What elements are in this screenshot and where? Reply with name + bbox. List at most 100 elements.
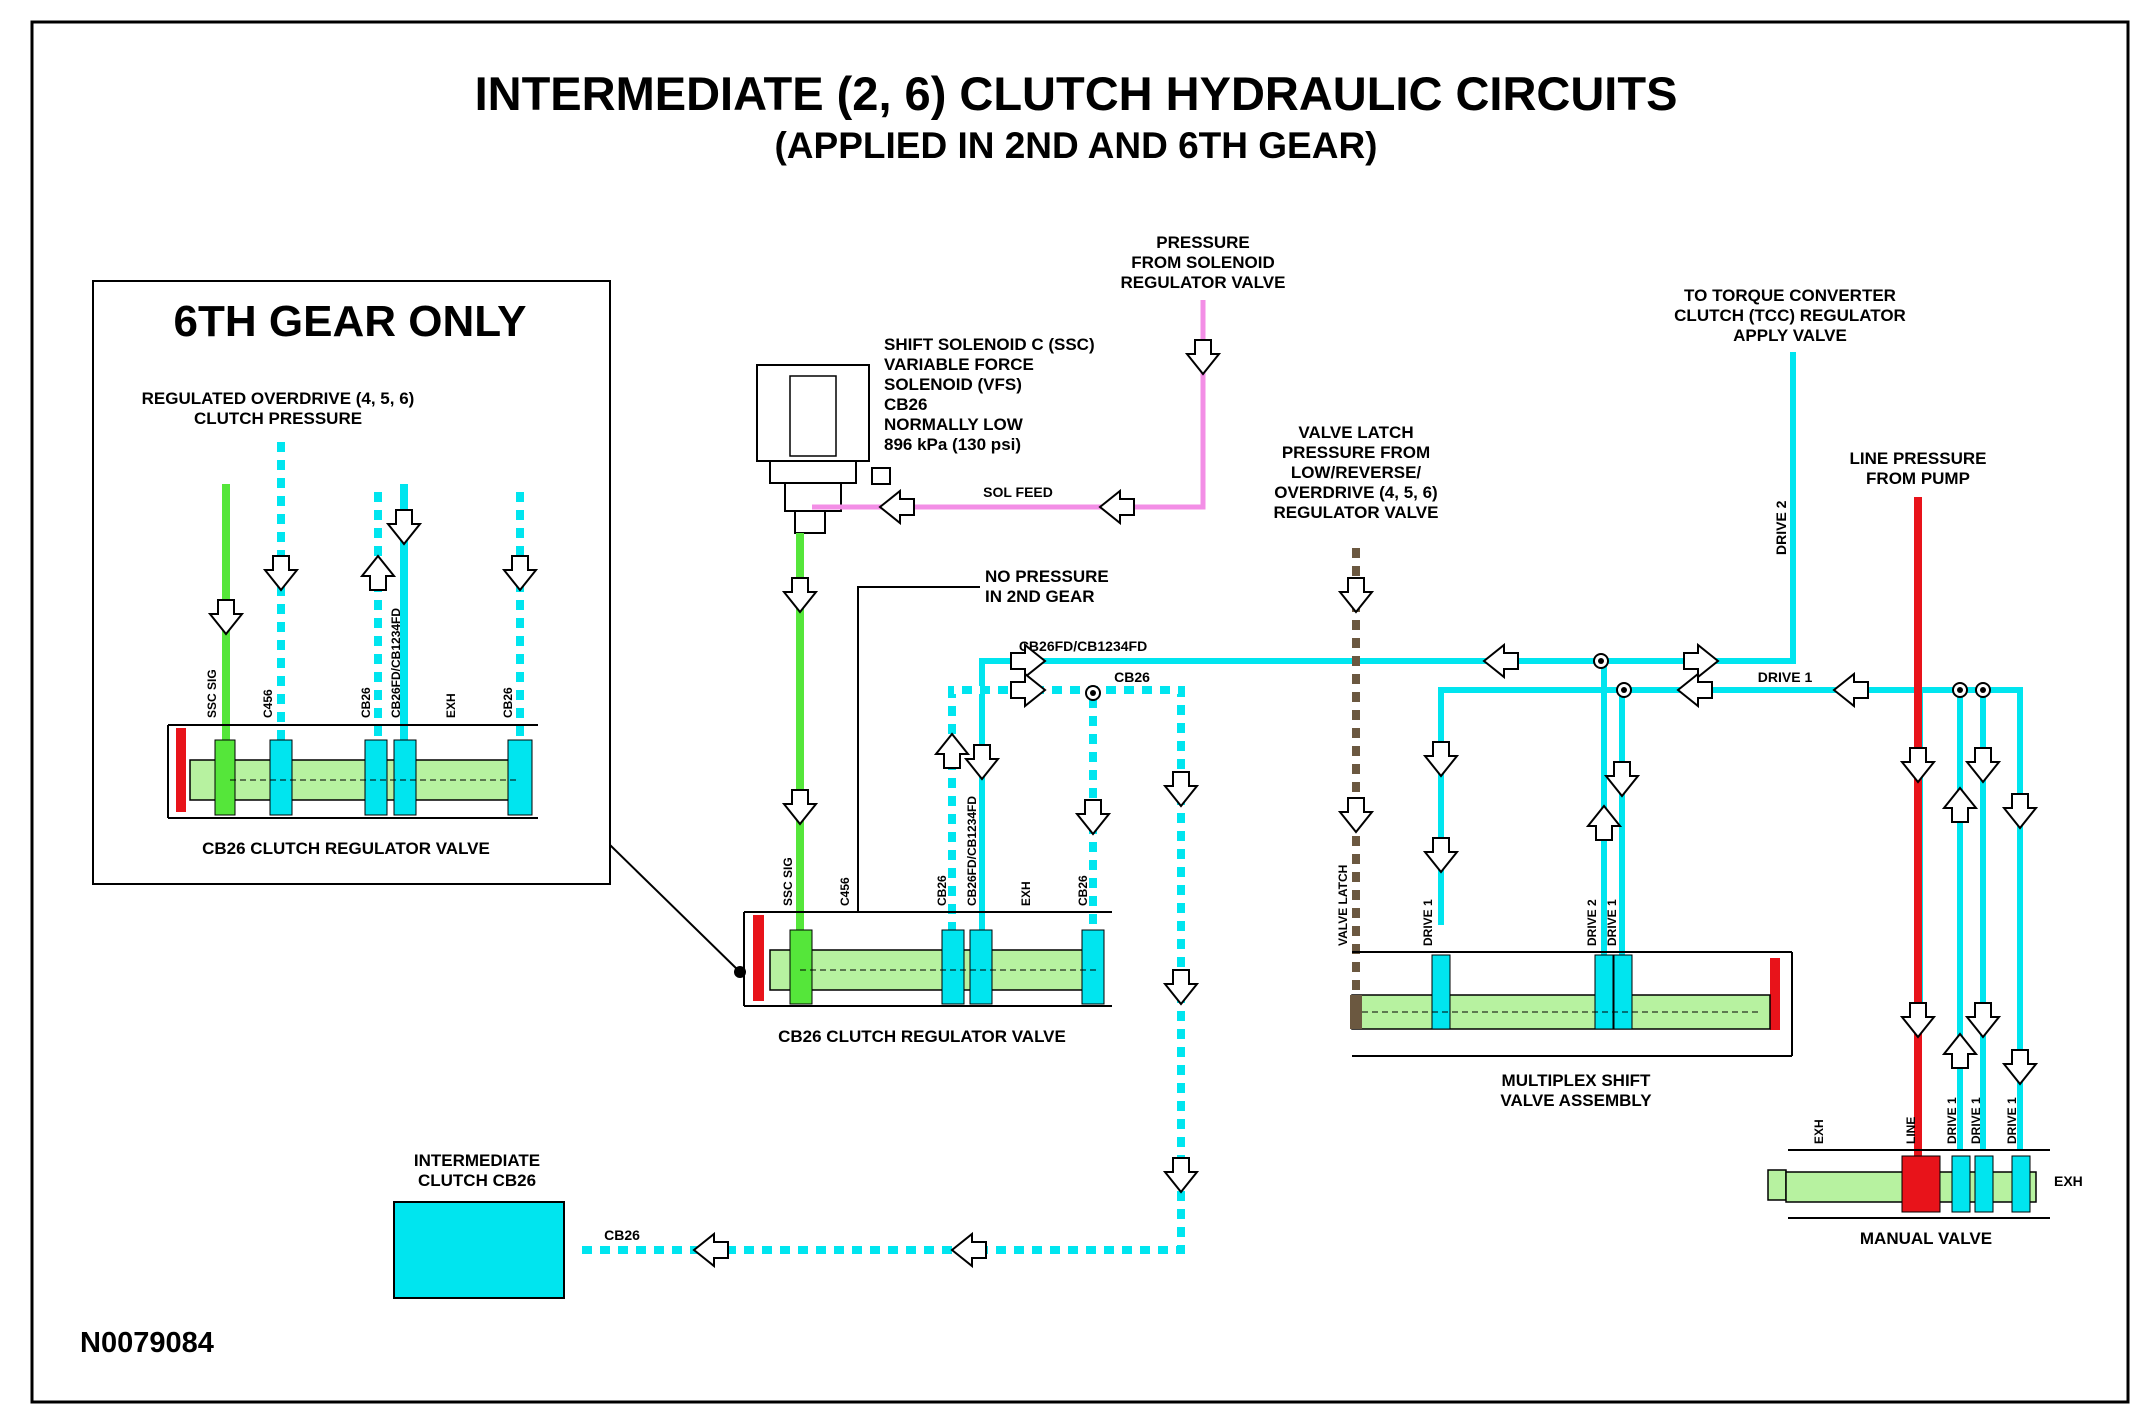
solenoid-pressure-label: PRESSURE	[1156, 233, 1250, 252]
cb26-bottom-label: CB26	[604, 1227, 640, 1243]
arrow-down-icon	[501, 555, 539, 592]
tcc-label: CLUTCH (TCC) REGULATOR	[1674, 306, 1906, 325]
diagram-title: INTERMEDIATE (2, 6) CLUTCH HYDRAULIC CIR…	[475, 67, 1678, 120]
valve-latch-label: REGULATOR VALVE	[1274, 503, 1439, 522]
arrow-down-icon	[1162, 771, 1200, 808]
manual-exh-label: EXH	[2054, 1173, 2083, 1189]
inset-port-label: SSC SIG	[205, 669, 219, 718]
inset-overdrive-label-1: REGULATED OVERDRIVE (4, 5, 6)	[142, 389, 415, 408]
arrow-down-icon	[963, 744, 1001, 781]
arrow-left-icon	[950, 1231, 987, 1269]
valve-latch-label: PRESSURE FROM	[1282, 443, 1430, 462]
arrow-down-icon	[262, 555, 300, 592]
line-pressure-label: LINE PRESSURE	[1850, 449, 1987, 468]
drive1-line	[1438, 687, 1923, 1010]
arrow-up-icon	[1585, 804, 1623, 841]
arrow-left-icon	[878, 488, 915, 526]
cb26-label: CB26	[1114, 669, 1150, 685]
manual-port-label: DRIVE 1	[1969, 1097, 1983, 1144]
multiplex-port-label: DRIVE 1	[1421, 899, 1435, 946]
arrow-down-icon	[1162, 969, 1200, 1006]
solenoid-info-label: CB26	[884, 395, 927, 414]
arrow-down-icon	[1184, 339, 1222, 376]
arrow-right-icon	[1683, 642, 1720, 680]
inset-port-label: CB26FD/CB1234FD	[389, 608, 403, 718]
arrow-left-icon	[1832, 671, 1869, 709]
solenoid-pressure-label: REGULATOR VALVE	[1121, 273, 1286, 292]
no-pressure-label: IN 2ND GEAR	[985, 587, 1095, 606]
solenoid-info-label: VARIABLE FORCE	[884, 355, 1034, 374]
inset-port-label: C456	[261, 689, 275, 718]
figure-id: N0079084	[80, 1327, 214, 1359]
arrow-up-icon	[1941, 1032, 1979, 1069]
sol-feed-label: SOL FEED	[983, 484, 1053, 500]
arrow-down-icon	[385, 509, 423, 546]
regulator-port-label: SSC SIG	[781, 857, 795, 906]
inset-port-label: CB26	[501, 687, 515, 718]
arrow-left-icon	[1098, 488, 1135, 526]
arrow-down-icon	[1603, 761, 1641, 798]
inset-6th-gear: 6TH GEAR ONLY REGULATED OVERDRIVE (4, 5,…	[92, 280, 611, 885]
diagram-frame	[30, 20, 2130, 1404]
solenoid-pressure-label: FROM SOLENOID	[1131, 253, 1275, 272]
arrow-down-icon	[1074, 799, 1112, 836]
manual-port-label: EXH	[1812, 1119, 1826, 1144]
regulator-port-label: CB26	[935, 875, 949, 906]
inset-port-label: EXH	[444, 693, 458, 718]
arrow-down-icon	[1337, 577, 1375, 614]
arrow-left-icon	[1482, 642, 1519, 680]
cb26fd-line	[979, 352, 1796, 940]
arrow-left-icon	[1676, 671, 1713, 709]
valve-latch-label: OVERDRIVE (4, 5, 6)	[1274, 483, 1437, 502]
regulator-port-label: CB26	[1076, 875, 1090, 906]
tcc-label: APPLY VALVE	[1733, 326, 1847, 345]
arrow-down-icon	[2001, 1049, 2039, 1086]
shift-solenoid-c	[756, 364, 891, 534]
manual-port-label: DRIVE 1	[2005, 1097, 2019, 1144]
multiplex-valve-label: VALVE ASSEMBLY	[1500, 1091, 1652, 1110]
manual-port-label: DRIVE 1	[1945, 1097, 1959, 1144]
multiplex-valve-label: MULTIPLEX SHIFT	[1502, 1071, 1652, 1090]
arrow-down-icon	[1964, 1002, 2002, 1039]
cb26-clutch-regulator-valve	[743, 911, 1112, 1007]
arrow-up-icon	[359, 554, 397, 591]
arrow-right-icon	[1010, 642, 1047, 680]
arrow-down-icon	[1422, 741, 1460, 778]
tcc-label: TO TORQUE CONVERTER	[1684, 286, 1896, 305]
multiplex-port-label: DRIVE 2	[1585, 899, 1599, 946]
diagram-subtitle: (APPLIED IN 2ND AND 6TH GEAR)	[774, 125, 1377, 166]
regulator-port-label: C456	[838, 877, 852, 906]
multiplex-shift-valve	[1350, 951, 1793, 1057]
multiplex-port-label: DRIVE 1	[1605, 899, 1619, 946]
arrow-down-icon	[1337, 797, 1375, 834]
solenoid-info-label: 896 kPa (130 psi)	[884, 435, 1021, 454]
regulator-port-label: CB26FD/CB1234FD	[965, 796, 979, 906]
drive2-label: DRIVE 2	[1773, 500, 1789, 555]
arrow-down-icon	[1162, 1157, 1200, 1194]
inset-overdrive-label-2: CLUTCH PRESSURE	[194, 409, 362, 428]
manual-valve	[1767, 1149, 2050, 1219]
intermediate-clutch-label: CLUTCH CB26	[418, 1171, 536, 1190]
arrow-left-icon	[692, 1231, 729, 1269]
intermediate-clutch-label: INTERMEDIATE	[414, 1151, 540, 1170]
solenoid-info-label: NORMALLY LOW	[884, 415, 1024, 434]
inset-port-label: CB26	[359, 687, 373, 718]
arrow-down-icon	[781, 789, 819, 826]
line-pressure-label: FROM PUMP	[1866, 469, 1970, 488]
no-pressure-label: NO PRESSURE	[985, 567, 1109, 586]
arrow-up-icon	[933, 732, 971, 769]
inset-valve-body	[167, 724, 538, 819]
arrow-up-icon	[1941, 786, 1979, 823]
cb26fd-label: CB26FD/CB1234FD	[1019, 638, 1147, 654]
arrow-right-icon	[1010, 671, 1047, 709]
solenoid-info-label: SOLENOID (VFS)	[884, 375, 1022, 394]
manual-port-label: LINE	[1904, 1117, 1918, 1144]
manual-valve-label: MANUAL VALVE	[1860, 1229, 1992, 1248]
valve-latch-label: VALVE LATCH	[1298, 423, 1413, 442]
arrow-down-icon	[1422, 837, 1460, 874]
arrow-down-icon	[1964, 747, 2002, 784]
valve-latch-label: LOW/REVERSE/	[1291, 463, 1422, 482]
drive1-label: DRIVE 1	[1758, 669, 1813, 685]
multiplex-port-label: VALVE LATCH	[1336, 865, 1350, 946]
arrow-down-icon	[2001, 793, 2039, 830]
